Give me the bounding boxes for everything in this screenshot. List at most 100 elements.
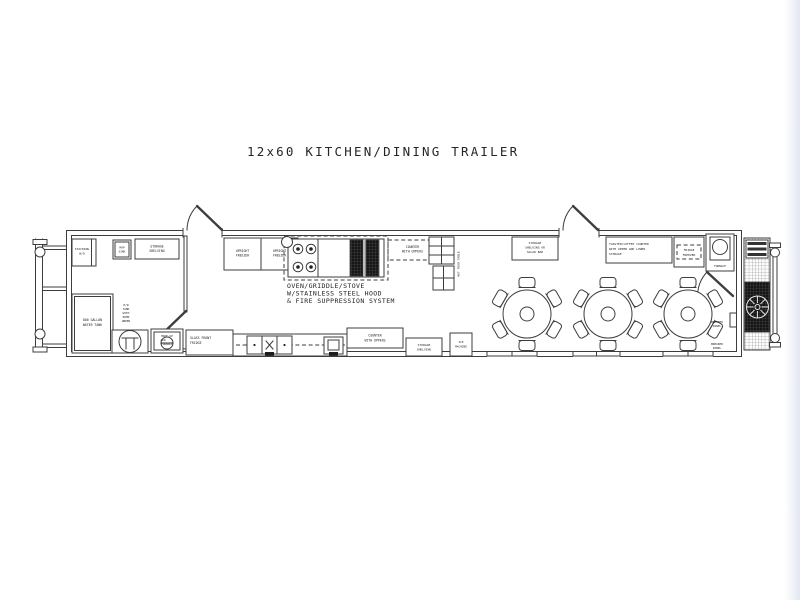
front-wall-windows: [486, 349, 714, 358]
fixture-label: SALAD BAR: [527, 250, 543, 254]
fixture-label: STORAGE: [150, 245, 164, 249]
fixture-label: FRIDGE: [684, 248, 695, 252]
fixture-label: MAKE-UP: [161, 334, 173, 338]
fixture-label: MACHINE: [455, 345, 467, 349]
breaker-panel-upper: BREAKER PANEL: [711, 312, 737, 328]
fixture-label: H/W: [123, 303, 128, 307]
faucet-icon: [265, 340, 274, 350]
counter-with-uppers-rear: COUNTER WITH UPPERS: [387, 239, 438, 261]
fixture-label: FURNACE: [161, 342, 173, 346]
range-with-hood: OVEN/GRIDDLE/STOVE W/STAINLESS STEEL HOO…: [281, 235, 395, 305]
fixture-label: SHELVING: [417, 348, 432, 352]
rail-cap: [769, 342, 781, 348]
fixture-label: TANK: [123, 307, 130, 311]
water-tank: 800 GALLON WATER TANK: [71, 293, 114, 354]
rear-door-left: [182, 204, 224, 238]
stacking-washer-dryer: STACKING W/D: [71, 238, 97, 267]
door-swing-arc: [562, 205, 574, 231]
chair-icon: [679, 277, 697, 288]
fixture-label: FURNACE: [714, 264, 726, 268]
mop-sink: MOP SINK: [112, 239, 132, 260]
front-counter: [232, 333, 348, 357]
range-note-line: OVEN/GRIDDLE/STOVE: [287, 282, 365, 290]
fixture-label: SHELVING: [149, 249, 164, 253]
step-rail-cap: [32, 239, 48, 245]
fixture-label: COUNTER: [368, 334, 382, 338]
fixture-label: FREEZER: [273, 254, 287, 258]
fixture-label: UNDER: [122, 319, 131, 323]
griddle-block: [349, 239, 364, 277]
furnace-icon: [712, 239, 728, 255]
three-compartment-sink: [246, 335, 293, 356]
condenser-fan-icon: [744, 281, 771, 333]
fixture-label: STORAGE: [609, 252, 622, 256]
rail-post-icon: [770, 247, 780, 258]
fixture-label: 800 GALLON: [83, 318, 102, 322]
fixture-label: PUMP: [123, 315, 130, 319]
ice-machine: ICE MACHINE: [449, 332, 473, 357]
fixture-label: SHELVING OR: [525, 246, 545, 250]
fixture-label: TOASTER/COFFEE COUNTER: [609, 242, 649, 246]
hot-water-tank: H/W TANK WITH PUMP UNDER: [111, 303, 149, 354]
fixture-label: ICE: [458, 340, 463, 344]
fixture-label: UPRIGHT: [236, 249, 250, 253]
storage-shelving-front: STORAGE SHELVING: [405, 337, 443, 357]
fixture-label: FREEZER: [683, 253, 696, 257]
dining-table-1: [490, 277, 564, 351]
fixture-label: GLASS FRONT: [190, 336, 211, 340]
page-title: 12x60 KITCHEN/DINING TRAILER: [247, 144, 519, 159]
fixture-label: STORAGE: [418, 343, 431, 347]
hot-food-table: HOT FOOD TABLE: [428, 236, 461, 291]
rail-cap: [769, 242, 781, 248]
range-note-line: W/STAINLESS STEEL HOOD: [287, 290, 382, 298]
fixture-label: FRIDGE: [190, 341, 202, 345]
hand-sink: [323, 336, 344, 356]
fixture-label: WITH UPPER AND LOWER: [609, 247, 645, 251]
chair-icon: [599, 277, 617, 288]
left-entry-steps: [32, 238, 67, 353]
dining-table-2: [571, 277, 645, 351]
fixture-label: AIR: [160, 338, 165, 342]
fixture-label: BREAKER: [711, 342, 723, 346]
fixture-label: STACKING: [75, 247, 90, 251]
salad-bar: STORAGE SHELVING OR SALAD BAR: [511, 236, 559, 261]
rear-door-right: [558, 204, 600, 238]
rail-post-icon: [770, 333, 780, 343]
door-swing-arc: [186, 205, 198, 231]
dining-table-3: [651, 277, 725, 351]
makeup-air-furnace: MAKE-UP AIR FURNACE: [150, 328, 184, 354]
tank-icon: [118, 330, 142, 353]
chair-icon: [518, 277, 536, 288]
kettle-icon: [281, 236, 293, 248]
fixture-label: FREEZER: [236, 254, 250, 258]
upright-freezer-1: UPRIGHT FREEZER: [223, 237, 262, 271]
range-note-line: & FIRE SUPPRESSION SYSTEM: [287, 297, 395, 305]
fixture-label: STORAGE: [529, 241, 542, 245]
fridge-freezer: FRIDGE FREEZER: [673, 236, 705, 268]
burners-icon: [292, 243, 317, 273]
fixture-label: SINK: [119, 250, 126, 254]
glass-front-fridge: GLASS FRONT FRIDGE: [185, 329, 234, 356]
step-post-icon: [34, 246, 46, 258]
fixture-label: PANEL: [713, 346, 722, 350]
counter-with-uppers-front: COUNTER WITH UPPERS: [346, 327, 404, 349]
step-post-icon: [34, 328, 46, 340]
chair-icon: [599, 340, 617, 351]
fixture-label: BREAKER: [711, 320, 723, 324]
fixture-label: WITH: [123, 311, 130, 315]
griddle-block: [365, 239, 380, 277]
breaker-panel-lower: BREAKER PANEL: [711, 342, 723, 350]
fixture-label: W/D: [79, 252, 85, 256]
fixture-label: MOP: [119, 246, 124, 250]
fixture-label: PANEL: [713, 324, 722, 328]
chair-icon: [518, 340, 536, 351]
step-rail-cap: [32, 346, 48, 353]
fixture-label: WITH UPPERS: [364, 339, 385, 343]
toaster-coffee-counter: TOASTER/COFFEE COUNTER WITH UPPER AND LO…: [605, 236, 673, 264]
furnace: FURNACE: [705, 233, 735, 272]
storage-shelving-rear: STORAGE SHELVING: [134, 238, 180, 260]
right-exterior-platform: [743, 237, 781, 351]
page-edge-shading: [785, 0, 800, 600]
fixture-label: WATER TANK: [83, 323, 102, 327]
fixture-label: WITH UPPERS: [402, 250, 423, 254]
